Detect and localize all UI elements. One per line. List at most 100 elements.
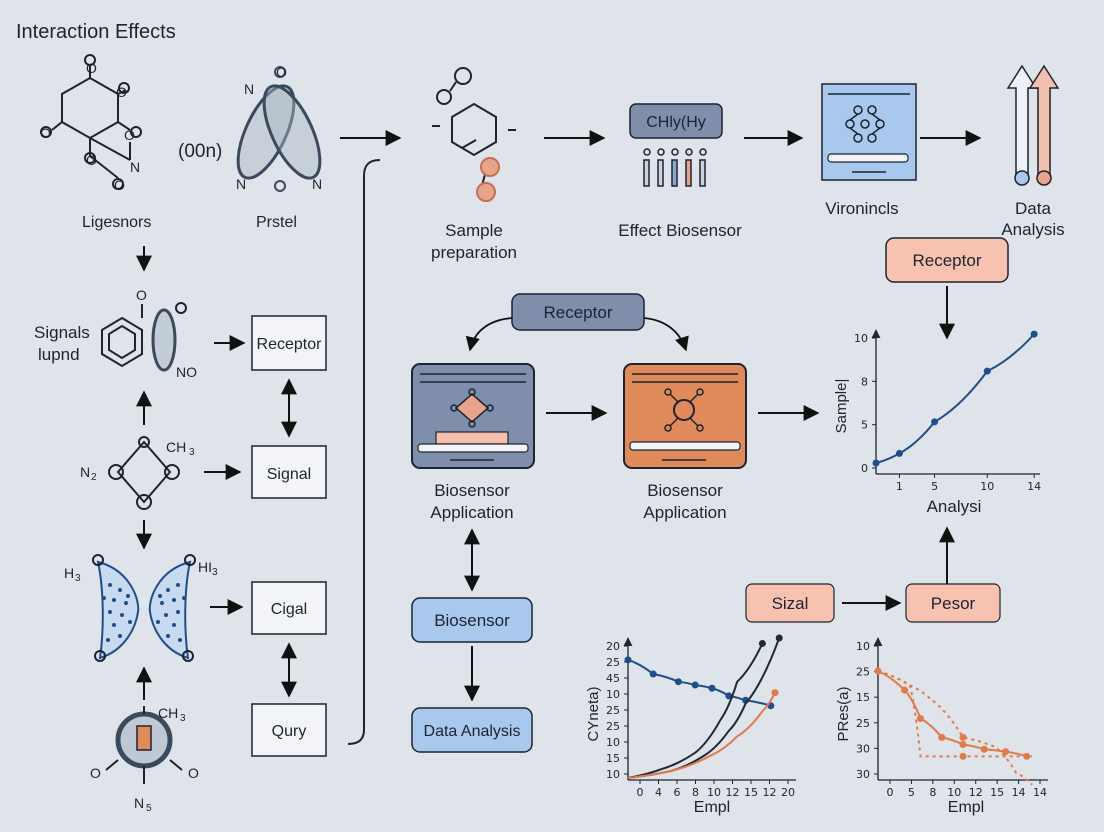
curved-arrow [465,317,513,352]
y-tick-label: 0 [861,462,868,475]
y-tick-label: 25 [606,704,620,717]
atom-label: N [236,176,246,192]
device-screen-icon [821,83,917,181]
x-tick-label: 12 [726,786,740,799]
data-point [725,692,733,700]
y-tick-label: 25 [856,666,870,679]
protein-structure-icon [236,66,322,192]
atom-subscript: 2 [91,472,97,483]
x-tick-label: 0 [887,786,894,799]
y-tick-label: 10 [606,736,620,749]
bracket-divider [347,159,381,745]
atom-subscript: 5 [146,803,152,814]
atom-label: N [312,176,322,192]
data-point [775,634,783,642]
y-tick-label: 10 [854,332,868,345]
atom-label: O [90,765,101,781]
signal-box: Signal [251,445,327,499]
y-tick-label: 10 [606,688,620,701]
data-analysis-label-line2: Analysis [1001,220,1064,239]
y-axis-label: Sample| [833,379,850,434]
sample-label-line2: preparation [431,243,517,262]
protein-label: Prstel [256,214,297,231]
atom-label: O [276,64,287,80]
x-tick-label: 8 [929,786,936,799]
data-point [624,656,632,664]
biosensor-app-right-line1: Biosensor [647,481,723,500]
series-line [627,643,764,779]
qury-box-label: Qury [272,723,307,740]
y-tick-label: 25 [856,717,870,730]
data-point [674,678,682,686]
sample-label-line1: Sample [445,221,503,240]
x-axis-label: Analysi [927,497,982,516]
x-tick-label: 4 [655,786,662,799]
y-tick-label: 10 [856,640,870,653]
data-point [708,684,716,692]
series-line [877,670,1033,786]
sizal-box-label: Sizal [772,594,809,613]
biosensor-app-left-line1: Biosensor [434,481,510,500]
y-tick-label: 15 [606,752,620,765]
signal-box-label: Signal [267,466,311,483]
y-tick-label: 30 [856,742,870,755]
data-point [1023,752,1031,760]
x-tick-label: 5 [908,786,915,799]
y-tick-label: 30 [856,768,870,781]
data-analysis-label-line1: Data [1015,199,1051,218]
sizal-box: Sizal [745,583,835,623]
atom-label: O [124,127,135,143]
receptor-box-label: Receptor [257,336,323,353]
cigal-box-label: Cigal [271,601,307,618]
data-point [901,686,909,694]
y-tick-label: 20 [606,640,620,653]
data-point [872,459,880,467]
data-analysis-arrows-icon [1006,64,1060,186]
y-tick-label: 5 [861,419,868,432]
x-tick-label: 14 [1012,786,1026,799]
signals-label-line1: Signals [34,323,90,342]
data-point [917,714,924,722]
data-point [1030,330,1038,338]
x-tick-label: 20 [781,786,795,799]
atom-label: O [86,152,97,168]
x-axis-label: Empl [948,799,984,816]
x-tick-label: 15 [744,786,758,799]
dotted-lobes-icon [92,554,196,662]
effect-biosensor-label: Effect Biosensor [618,221,742,240]
x-tick-label: 15 [990,786,1004,799]
ligand-label: Ligesnors [82,214,151,231]
y-tick-label: 25 [606,656,620,669]
data-point [983,367,991,375]
receptor-right-label: Receptor [913,251,982,270]
x-tick-label: 5 [931,480,938,493]
receptor-center-label: Receptor [544,303,613,322]
atom-label: N [244,81,254,97]
data-analysis-box-label: Data Analysis [424,723,521,740]
atom-label: N [80,464,90,480]
x-tick-label: 12 [969,786,983,799]
y-tick-label: 8 [861,375,868,388]
atom-label: H [64,565,74,581]
y-tick-label: 10 [606,768,620,781]
effect-biosensor-chip: CHly(Hy [629,103,723,187]
y-axis-label: CYneta) [585,686,602,741]
signals-label-line2: lupnd [38,345,80,364]
atom-label: N [130,159,140,175]
atom-label: O [188,765,199,781]
biosensor-device-left [411,363,535,469]
x-tick-label: 14 [1033,786,1047,799]
receptor-right-box: Receptor [885,237,1009,283]
x-tick-label: 10 [980,480,994,493]
data-point [649,670,657,678]
pesor-box-label: Pesor [931,594,976,613]
y-tick-label: 15 [856,691,870,704]
cigal-box: Cigal [251,581,327,635]
receptor-center-box: Receptor [511,293,645,331]
diagram-title: Interaction Effects [16,21,176,43]
x-tick-label: 12 [763,786,777,799]
qury-box: Qury [251,703,327,757]
